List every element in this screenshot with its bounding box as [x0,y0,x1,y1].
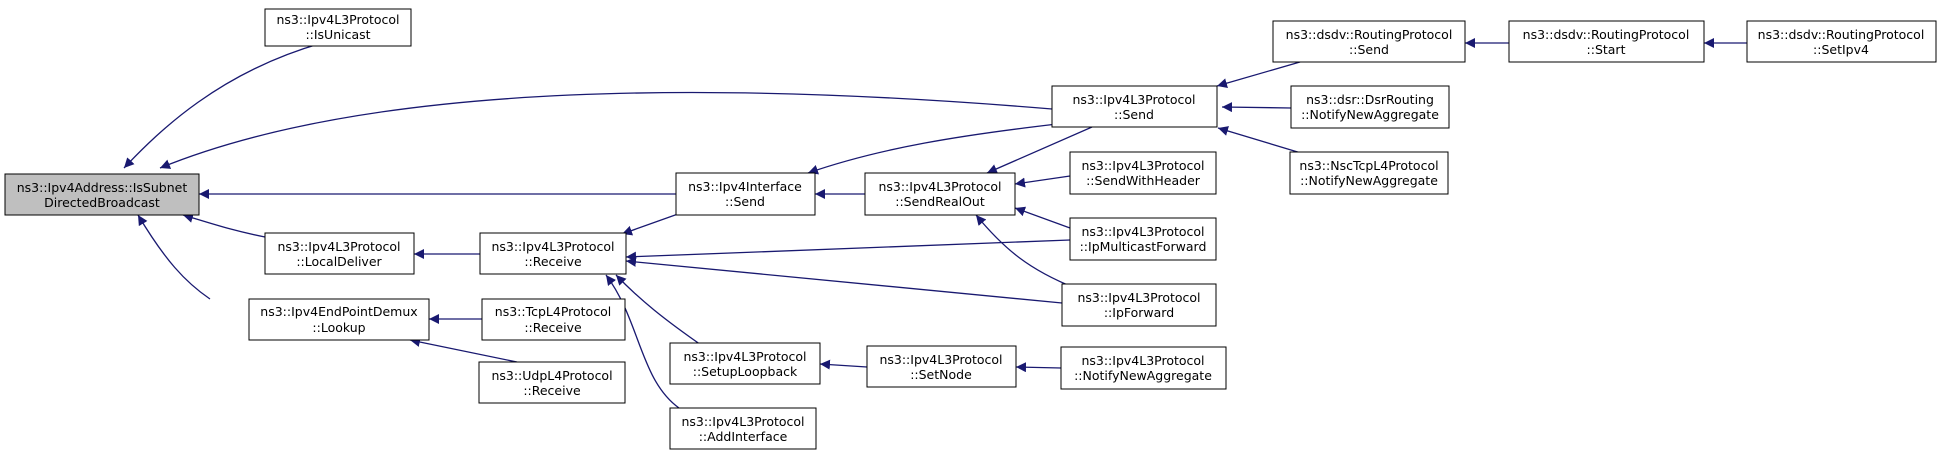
node-nsctcpl4protocol-notifynewaggregate[interactable]: ns3::NscTcpL4Protocol ::NotifyNewAggrega… [1289,151,1449,195]
edge-udprx-to-lookup [409,337,518,363]
node-label-line2: ::NotifyNewAggregate [1074,368,1212,383]
graph-edges [123,38,1747,409]
node-label-line1: ns3::Ipv4L3Protocol [276,12,399,27]
node-label-line1: ns3::Ipv4Address::IsSubnet [17,180,188,195]
node-label-line2: ::NotifyNewAggregate [1301,107,1439,122]
edge-swh-to-sro [1014,175,1071,188]
node-label-line1: ns3::Ipv4L3Protocol [878,179,1001,194]
node-label-line1: ns3::Ipv4L3Protocol [1072,92,1195,107]
node-udpl4protocol-receive[interactable]: ns3::UdpL4Protocol ::Receive [478,361,626,404]
node-label-line2: ::Receive [523,383,581,398]
node-label-line2: ::SetNode [910,367,972,382]
edge-dsdvs-to-l3send [1216,61,1301,89]
edge-setupl-to-receive [615,274,705,348]
node-label-line2: ::SendWithHeader [1086,173,1201,188]
node-label-line1: ns3::Ipv4L3Protocol [491,239,614,254]
edge-setnode-to-setupl [819,359,868,370]
node-ipv4l3protocol-notifynewaggregate[interactable]: ns3::Ipv4L3Protocol ::NotifyNewAggregate [1060,346,1227,390]
node-label-line2: ::LocalDeliver [296,254,382,269]
node-ipv4l3protocol-setuploopback[interactable]: ns3::Ipv4L3Protocol ::SetupLoopback [669,342,821,385]
node-label-line1: ns3::Ipv4L3Protocol [681,414,804,429]
node-ipv4l3protocol-localdeliver[interactable]: ns3::Ipv4L3Protocol ::LocalDeliver [264,232,415,275]
edge-dsr-to-l3send [1221,102,1292,113]
node-ipv4l3protocol-isunicast[interactable]: ns3::Ipv4L3Protocol ::IsUnicast [264,8,412,47]
node-dsdv-routingprotocol-send[interactable]: ns3::dsdv::RoutingProtocol ::Send [1272,20,1466,63]
node-label-line2: ::SetIpv4 [1813,42,1869,57]
node-label-line1: ns3::Ipv4Interface [688,179,802,194]
node-dsdv-routingprotocol-start[interactable]: ns3::dsdv::RoutingProtocol ::Start [1508,20,1705,63]
edge-isunicast-to-root [123,42,323,169]
edge-nna-to-setnode [1015,362,1062,373]
node-tcpl4protocol-receive[interactable]: ns3::TcpL4Protocol ::Receive [481,298,626,341]
node-label-line1: ns3::TcpL4Protocol [495,304,611,319]
node-label-line1: ns3::dsdv::RoutingProtocol [1523,27,1690,42]
node-ipv4l3protocol-send[interactable]: ns3::Ipv4L3Protocol ::Send [1051,85,1218,128]
node-label-line1: ns3::Ipv4L3Protocol [1081,224,1204,239]
edge-l3send-to-ifsend [807,122,1067,175]
edge-ipf-to-receive [625,256,1063,304]
edge-ipf-to-sro [975,214,1076,289]
node-label-line2: ::Send [725,194,765,209]
node-label-line1: ns3::Ipv4L3Protocol [1081,353,1204,368]
node-ipv4l3protocol-setnode[interactable]: ns3::Ipv4L3Protocol ::SetNode [866,345,1017,388]
node-ipv4l3protocol-sendrealout[interactable]: ns3::Ipv4L3Protocol ::SendRealOut [864,172,1016,216]
node-ipv4l3protocol-ipmulticastforward[interactable]: ns3::Ipv4L3Protocol ::IpMulticastForward [1069,217,1217,261]
node-label-line2: ::Receive [524,320,582,335]
node-ipv4l3protocol-sendwithheader[interactable]: ns3::Ipv4L3Protocol ::SendWithHeader [1069,151,1217,195]
node-label-line1: ns3::dsr::DsrRouting [1306,92,1434,107]
graph-nodes: ns3::Ipv4Address::IsSubnet DirectedBroad… [4,8,1937,450]
node-label-line1: ns3::dsdv::RoutingProtocol [1286,27,1453,42]
node-label-line2: ::Send [1114,107,1154,122]
node-label-line2: ::SetupLoopback [693,364,798,379]
edge-l3send-to-sro [986,126,1093,174]
node-ipv4address-issubnet-directedbroadcast[interactable]: ns3::Ipv4Address::IsSubnet DirectedBroad… [4,173,200,216]
node-label-line2: ::IpForward [1104,305,1174,320]
node-label-line1: ns3::Ipv4L3Protocol [879,352,1002,367]
node-label-line1: ns3::Ipv4L3Protocol [1081,158,1204,173]
node-dsr-dsrrouting-notifynewaggregate[interactable]: ns3::dsr::DsrRouting ::NotifyNewAggregat… [1290,85,1450,129]
edge-ifsend-to-receive [621,213,679,236]
node-ipv4l3protocol-receive[interactable]: ns3::Ipv4L3Protocol ::Receive [479,232,627,275]
edge-localdeliver-to-root [182,213,266,238]
edge-addif-to-receive [605,274,680,409]
node-label-line1: ns3::Ipv4L3Protocol [683,349,806,364]
edge-ipmf-to-sro [1014,206,1071,229]
node-label-line2: ::Send [1349,42,1389,57]
node-label-line1: ns3::NscTcpL4Protocol [1299,158,1438,173]
node-label-line2: DirectedBroadcast [44,195,160,210]
node-label-line1: ns3::Ipv4EndPointDemux [260,304,417,319]
node-label-line2: ::IsUnicast [305,27,370,42]
node-ipv4interface-send[interactable]: ns3::Ipv4Interface ::Send [675,172,816,216]
node-label-line1: ns3::Ipv4L3Protocol [277,239,400,254]
node-label-line1: ns3::dsdv::RoutingProtocol [1758,27,1925,42]
edge-nsc-to-l3send [1217,126,1302,154]
node-label-line2: ::AddInterface [699,429,788,444]
edge-send-to-root [159,91,1053,169]
node-ipv4endpointdemux-lookup[interactable]: ns3::Ipv4EndPointDemux ::Lookup [248,298,430,341]
edge-ipmf-to-receive [625,239,1071,262]
edge-lookup-to-root [137,214,211,300]
node-label-line2: ::SendRealOut [895,194,985,209]
node-ipv4l3protocol-addinterface[interactable]: ns3::Ipv4L3Protocol ::AddInterface [669,407,817,450]
node-label-line1: ns3::UdpL4Protocol [491,368,612,383]
node-label-line2: ::Receive [524,254,582,269]
node-label-line2: ::Lookup [312,320,365,335]
node-label-line1: ns3::Ipv4L3Protocol [1077,290,1200,305]
node-label-line2: ::IpMulticastForward [1080,239,1207,254]
node-dsdv-routingprotocol-setipv4[interactable]: ns3::dsdv::RoutingProtocol ::SetIpv4 [1746,20,1937,63]
node-label-line2: ::Start [1587,42,1626,57]
node-ipv4l3protocol-ipforward[interactable]: ns3::Ipv4L3Protocol ::IpForward [1061,283,1217,327]
node-label-line2: ::NotifyNewAggregate [1300,173,1438,188]
